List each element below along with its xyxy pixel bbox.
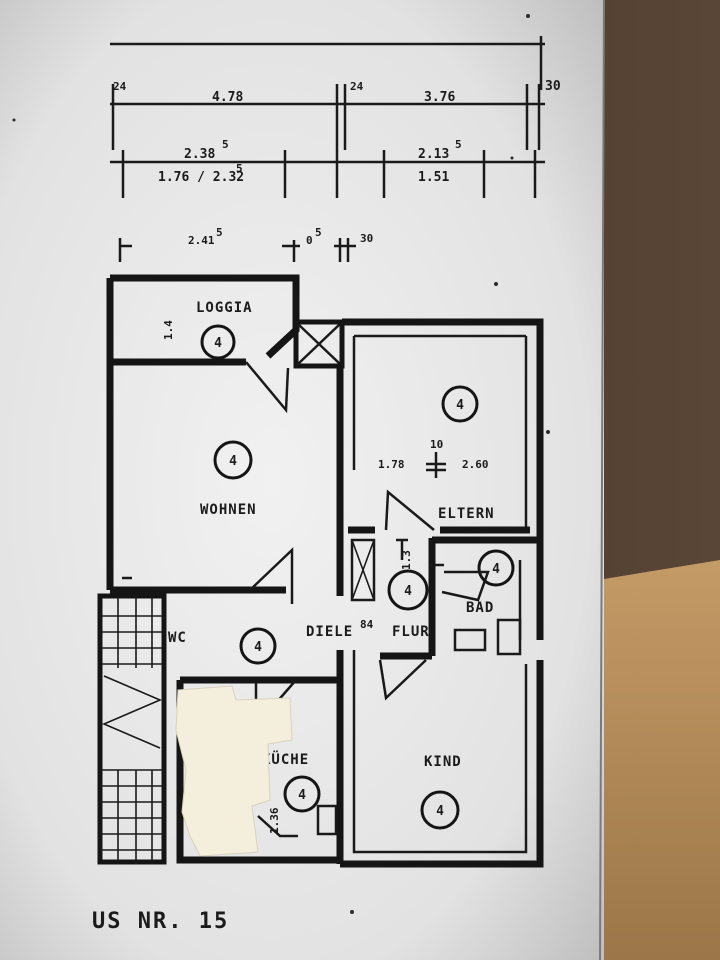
paper-edge <box>599 0 605 960</box>
paper-sheet <box>0 0 604 960</box>
marker-eltern: 4 <box>441 385 479 423</box>
plan-walls <box>97 274 544 868</box>
room-label-bad: BAD <box>466 600 494 616</box>
dim-kueche: 1.36 <box>268 807 281 834</box>
dim-flur-vert: 1.3 <box>400 550 413 570</box>
stair-hatching <box>100 596 164 862</box>
dim-top-right-wall: 30 <box>545 79 561 94</box>
svg-text:4: 4 <box>456 398 464 413</box>
dim-row3-left-sup: 5 <box>236 162 243 175</box>
svg-text:4: 4 <box>436 804 444 819</box>
dim-row2-left-sup: 5 <box>222 138 229 151</box>
svg-text:4: 4 <box>404 584 412 599</box>
redaction-patch <box>175 685 293 857</box>
room-label-kind: KIND <box>424 754 462 770</box>
room-label-wohnen: WOHNEN <box>200 502 257 518</box>
room-label-diele: DIELE <box>306 624 353 640</box>
svg-text:4: 4 <box>492 562 500 577</box>
marker-wohnen: 4 <box>213 440 253 480</box>
dim-row4-width: 2.41 <box>188 234 215 247</box>
dim-row4-small: 0 <box>306 234 313 247</box>
dim-eltern-mid: 10 <box>430 438 443 451</box>
room-markers: 4 4 4 4 4 4 4 4 <box>200 324 515 830</box>
dim-eltern-right: 2.60 <box>462 458 489 471</box>
dim-row3-right: 1.51 <box>418 170 449 185</box>
svg-text:4: 4 <box>298 788 306 803</box>
room-label-wc: WC <box>168 630 187 646</box>
svg-text:4: 4 <box>229 454 237 469</box>
marker-kind: 4 <box>420 790 460 830</box>
dim-row2-right: 2.13 <box>418 147 449 162</box>
dim-row2-right-sup: 5 <box>455 138 462 151</box>
marker-flur: 4 <box>387 569 429 611</box>
marker-diele: 4 <box>239 627 277 665</box>
dim-top-width-left: 4.78 <box>212 90 243 105</box>
paper-specks <box>12 14 550 914</box>
dim-diele-sub: 84 <box>360 618 374 631</box>
dim-top-left-wall: 24 <box>113 80 127 93</box>
marker-kueche: 4 <box>283 775 321 813</box>
table-surface <box>598 560 720 960</box>
dim-row4-right: 30 <box>360 232 373 245</box>
dim-loggia-depth: 1.4 <box>162 320 175 340</box>
dim-row4-width-sup: 5 <box>216 226 223 239</box>
dim-top-mid-wall: 24 <box>350 80 364 93</box>
dim-row3-left: 1.76 / 2.32 <box>158 170 244 185</box>
svg-text:4: 4 <box>254 640 262 655</box>
room-label-eltern: ELTERN <box>438 506 495 522</box>
room-label-loggia: LOGGIA <box>196 300 253 316</box>
marker-bad: 4 <box>477 549 515 587</box>
room-label-kueche: KÜCHE <box>262 750 309 768</box>
dim-row4-small-sup: 5 <box>315 226 322 239</box>
dim-eltern-left: 1.78 <box>378 458 405 471</box>
room-label-flur: FLUR <box>392 624 430 640</box>
marker-loggia: 4 <box>200 324 236 360</box>
dimension-lines <box>110 36 545 262</box>
plan-caption: US NR. 15 <box>92 909 229 934</box>
dim-top-width-right: 3.76 <box>424 90 455 105</box>
svg-text:4: 4 <box>214 336 222 351</box>
dim-row2-left: 2.38 <box>184 147 215 162</box>
